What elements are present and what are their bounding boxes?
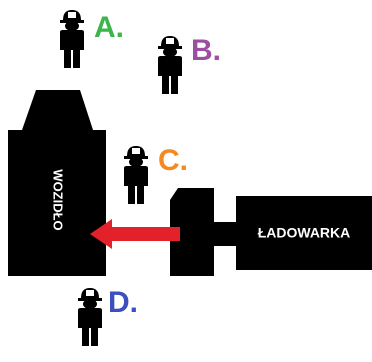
- vehicle-cab-shape: [8, 90, 106, 276]
- worker-figure: [124, 146, 148, 204]
- vehicle-label: WOZIDŁO: [51, 169, 66, 230]
- loader: ŁADOWARKA: [170, 188, 372, 276]
- worker-b: [158, 36, 182, 94]
- worker-c-label: C.: [158, 144, 188, 177]
- worker-b-label: B.: [191, 34, 221, 67]
- worker-a-label: A.: [94, 11, 124, 44]
- worker-a: [60, 10, 84, 68]
- worker-d: [78, 288, 102, 346]
- worker-d-label: D.: [108, 286, 138, 319]
- worker-figure: [60, 10, 84, 68]
- loader-arm: [214, 222, 238, 246]
- worker-figure: [78, 288, 102, 346]
- loader-body: [236, 196, 372, 270]
- loader-bucket-shape: [170, 188, 214, 276]
- vehicle: WOZIDŁO: [8, 90, 106, 276]
- worker-c: [124, 146, 148, 204]
- loader-label: ŁADOWARKA: [258, 225, 351, 241]
- direction-arrow: [90, 219, 180, 249]
- worker-figure: [158, 36, 182, 94]
